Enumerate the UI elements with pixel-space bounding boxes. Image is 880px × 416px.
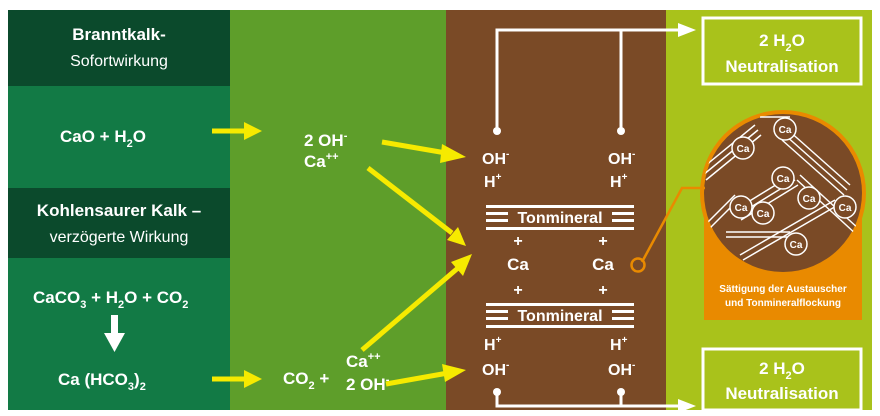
h-ion-left: H+ bbox=[484, 172, 502, 191]
water-formula-bottom: 2 H2O bbox=[759, 359, 805, 382]
quicklime-subtitle: Sofortwirkung bbox=[70, 53, 168, 70]
clay-mineral-upper: Tonmineral bbox=[486, 205, 634, 230]
calcium-exchange-left: Ca bbox=[507, 255, 529, 274]
arrow-bicarbonate-to-co2 bbox=[212, 370, 262, 388]
carbonate-header-box bbox=[8, 188, 230, 258]
bottom-connector-node-right bbox=[617, 388, 625, 396]
middle-column bbox=[230, 10, 446, 410]
carbonate-title: Kohlensaurer Kalk – bbox=[37, 201, 201, 220]
down-arrow bbox=[104, 315, 125, 352]
h-ion-right-bottom: H+ bbox=[610, 335, 628, 354]
yellow-arrows bbox=[212, 122, 472, 388]
top-connector-node-left bbox=[493, 127, 501, 135]
calcium-particle: Ca bbox=[833, 195, 857, 219]
plus-left-2: + bbox=[513, 282, 522, 299]
arrow-oh-to-soil-bottom bbox=[385, 364, 466, 387]
carbonate-subtitle: verzögerte Wirkung bbox=[50, 229, 189, 246]
plus-right-2: + bbox=[598, 282, 607, 299]
arrow-oh-to-soil bbox=[381, 139, 466, 163]
calcium-ion-label-bottom: Ca++ bbox=[346, 351, 381, 371]
co2-label: CO2 + bbox=[283, 369, 329, 392]
top-connector bbox=[495, 28, 680, 130]
neutralisation-label-top: Neutralisation bbox=[725, 57, 838, 76]
svg-text:Ca: Ca bbox=[777, 174, 790, 185]
cao-reaction-band bbox=[8, 86, 230, 188]
calcium-ion-label: Ca++ bbox=[304, 151, 339, 171]
quicklime-title: Branntkalk- bbox=[72, 25, 166, 44]
calcium-particle: Ca bbox=[797, 186, 821, 210]
svg-text:Ca: Ca bbox=[803, 194, 816, 205]
h-ion-left-bottom: H+ bbox=[484, 335, 502, 354]
arrow-ca-to-clay bbox=[366, 166, 466, 246]
oh-ion-right-bottom: OH- bbox=[608, 360, 635, 379]
svg-text:Ca: Ca bbox=[839, 203, 852, 214]
calcium-particles: Ca Ca Ca Ca Ca Ca Ca Ca bbox=[729, 117, 857, 256]
hydroxide-label-bottom: 2 OH- bbox=[346, 374, 390, 394]
bottom-connector-node-left bbox=[493, 388, 501, 396]
calcium-particle: Ca bbox=[751, 201, 775, 225]
clay-mineral-label-lower: Tonmineral bbox=[517, 308, 602, 325]
water-box-top: 2 H2O Neutralisation bbox=[701, 16, 863, 86]
h-ion-right: H+ bbox=[610, 172, 628, 191]
arrow-bottom-ca-to-clay bbox=[360, 254, 472, 352]
oh-ion-left-bottom: OH- bbox=[482, 360, 509, 379]
right-edge-strip bbox=[872, 10, 880, 410]
orange-callout-dot bbox=[630, 257, 646, 273]
soil-column bbox=[446, 10, 666, 410]
calcium-particle: Ca bbox=[784, 232, 808, 256]
calcium-particle: Ca bbox=[771, 166, 795, 190]
top-connector-arrowhead bbox=[678, 23, 696, 37]
neutralisation-label-bottom: Neutralisation bbox=[725, 384, 838, 403]
clay-mineral-lower: Tonmineral bbox=[486, 303, 634, 328]
svg-text:Ca: Ca bbox=[790, 240, 803, 251]
quicklime-header-box bbox=[8, 10, 230, 86]
saturation-label-line2: und Tonmineralflockung bbox=[725, 298, 841, 309]
oh-ion-right: OH- bbox=[608, 149, 635, 168]
cao-equation: CaO + H2O bbox=[60, 127, 146, 150]
svg-text:Ca: Ca bbox=[779, 125, 792, 136]
saturation-label-line1: Sättigung der Austauscher bbox=[719, 284, 847, 295]
svg-text:Ca: Ca bbox=[757, 209, 770, 220]
water-box-bottom: 2 H2O Neutralisation bbox=[701, 347, 863, 412]
orange-callout-line bbox=[640, 186, 705, 263]
clay-mineral-label-upper: Tonmineral bbox=[517, 210, 602, 227]
bicarbonate-formula: Ca (HCO3)2 bbox=[58, 370, 146, 393]
caco3-equation: CaCO3 + H2O + CO2 bbox=[33, 288, 188, 311]
calcium-particle: Ca bbox=[773, 117, 797, 141]
hydroxide-label: 2 OH- bbox=[304, 130, 348, 150]
calcium-exchange-right: Ca bbox=[592, 255, 614, 274]
water-formula-top: 2 H2O bbox=[759, 31, 805, 54]
arrow-cao-to-oh bbox=[212, 122, 262, 140]
calcium-particle: Ca bbox=[729, 195, 753, 219]
plus-left-1: + bbox=[513, 233, 522, 250]
calcium-particle: Ca bbox=[731, 136, 755, 160]
plus-right-1: + bbox=[598, 233, 607, 250]
top-connector-node-right bbox=[617, 127, 625, 135]
bottom-connector-arrowhead bbox=[678, 399, 696, 413]
svg-text:Ca: Ca bbox=[735, 203, 748, 214]
oh-ion-left: OH- bbox=[482, 149, 509, 168]
svg-text:Ca: Ca bbox=[737, 144, 750, 155]
